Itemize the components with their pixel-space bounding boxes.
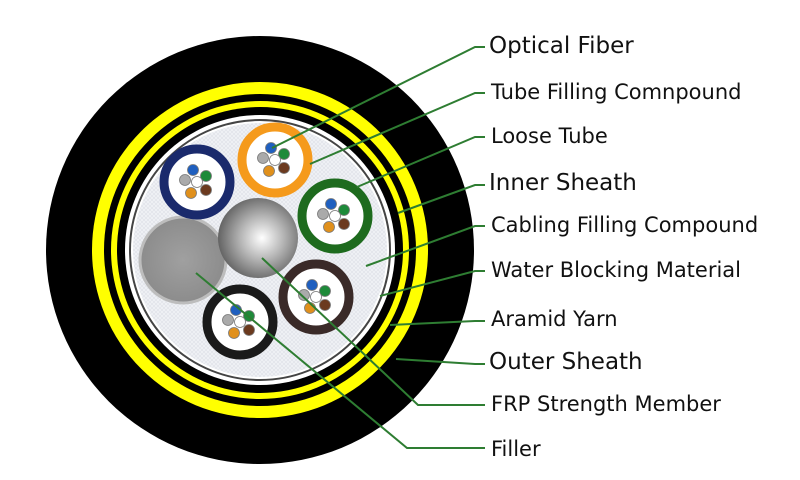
- optical-fiber: [298, 289, 310, 301]
- optical-fiber: [278, 148, 290, 160]
- optical-fiber: [319, 285, 331, 297]
- label-inner-sheath: Inner Sheath: [489, 170, 637, 196]
- optical-fiber: [187, 164, 199, 176]
- optical-fiber: [263, 165, 275, 177]
- label-cabling-filling-compound: Cabling Filling Compound: [491, 213, 759, 237]
- optical-fiber: [185, 187, 197, 199]
- loose-tube-black: [202, 284, 278, 360]
- leader-cabling-filling-compound: [365, 225, 485, 267]
- optical-fiber: [325, 198, 337, 210]
- optical-fiber: [338, 204, 350, 216]
- loose-tube-orange: [237, 122, 313, 198]
- loose-tube-green: [297, 178, 373, 254]
- leader-frp-strength-member: [261, 257, 485, 406]
- optical-fiber: [200, 184, 212, 196]
- optical-fiber: [191, 176, 203, 188]
- optical-fiber: [243, 324, 255, 336]
- optical-fiber: [323, 221, 335, 233]
- leader-tube-filling-compound: [309, 92, 485, 165]
- leader-filler: [195, 272, 485, 449]
- optical-fiber: [265, 142, 277, 154]
- label-loose-tube: Loose Tube: [491, 124, 608, 148]
- label-tube-filling-compound: Tube Filling Comnpound: [491, 80, 742, 104]
- optical-fiber: [257, 152, 269, 164]
- optical-fiber: [278, 162, 290, 174]
- leader-loose-tube: [356, 136, 485, 188]
- optical-fiber: [200, 170, 212, 182]
- optical-fiber: [234, 316, 246, 328]
- loose-tube-brown: [278, 259, 354, 335]
- optical-fiber: [319, 299, 331, 311]
- label-filler: Filler: [491, 437, 541, 461]
- label-aramid-yarn: Aramid Yarn: [491, 307, 618, 331]
- optical-fiber: [228, 327, 240, 339]
- leader-inner-sheath: [397, 184, 485, 214]
- optical-fiber: [179, 174, 191, 186]
- leader-optical-fiber: [271, 46, 485, 149]
- optical-fiber: [222, 314, 234, 326]
- optical-fiber: [329, 210, 341, 222]
- leader-water-blocking-material: [379, 270, 485, 297]
- label-frp-strength-member: FRP Strength Member: [491, 392, 721, 416]
- loose-tube-navy: [159, 144, 235, 220]
- label-optical-fiber: Optical Fiber: [489, 33, 634, 59]
- leader-outer-sheath: [395, 358, 485, 365]
- leader-aramid-yarn: [389, 320, 485, 326]
- optical-fiber: [306, 279, 318, 291]
- label-outer-sheath: Outer Sheath: [489, 349, 643, 375]
- filler-element: [138, 215, 228, 305]
- optical-fiber: [317, 208, 329, 220]
- frp-strength-member: [218, 198, 298, 278]
- optical-fiber: [269, 154, 281, 166]
- optical-fiber: [310, 291, 322, 303]
- optical-fiber: [338, 218, 350, 230]
- label-water-blocking-material: Water Blocking Material: [491, 258, 742, 282]
